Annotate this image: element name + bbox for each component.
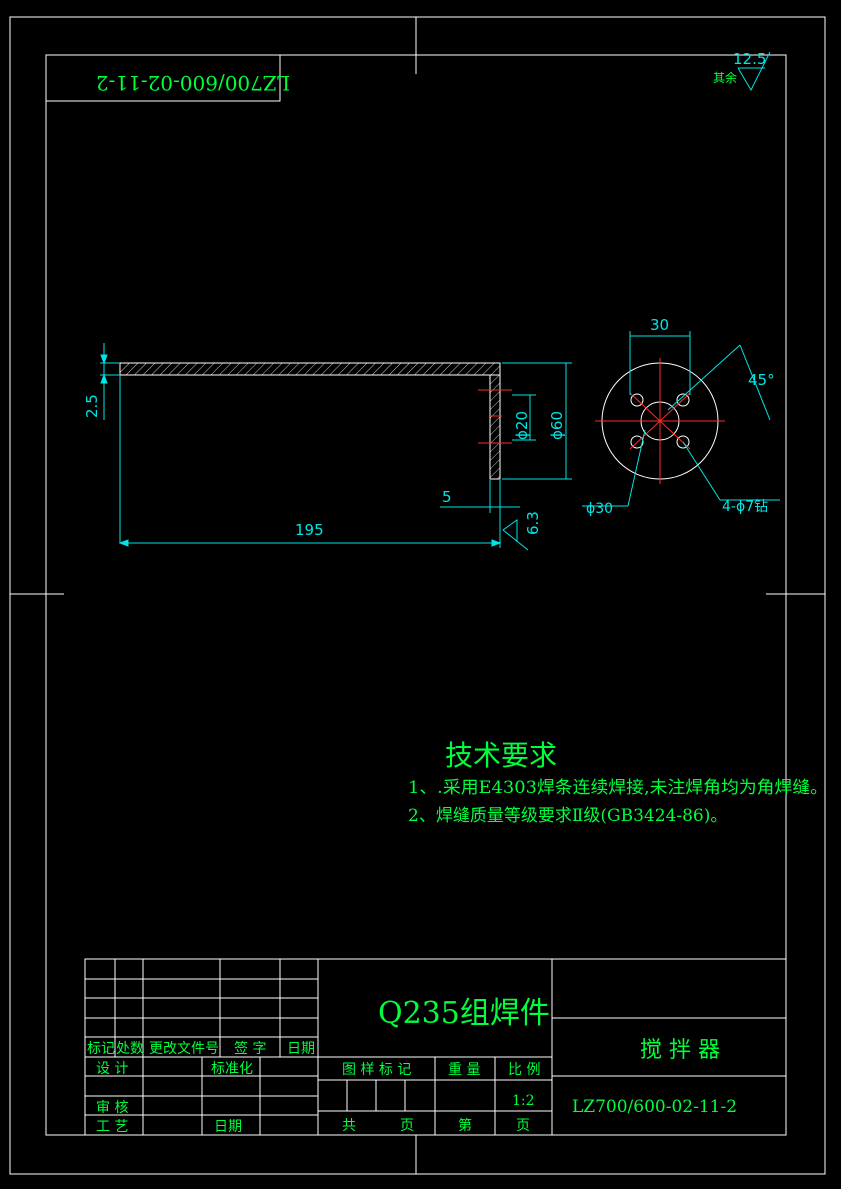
label-ratio: 比 例 (508, 1062, 540, 1078)
mirrored-drawing-code: LZ700/600-02-11-2 (96, 71, 290, 95)
title-block (84, 958, 787, 1136)
part-name: Q235组焊件 (378, 996, 550, 1031)
end-view (582, 331, 780, 507)
title-block-texts: Q235组焊件 搅 拌 器 LZ700/600-02-11-2 1:2 标记 处… (87, 996, 737, 1135)
label-stage-mark: 图 样 标 记 (342, 1062, 411, 1078)
dim-phi20: ϕ20 (513, 411, 531, 440)
dim-phi60: ϕ60 (548, 411, 566, 440)
label-check: 审 核 (96, 1100, 128, 1116)
dim-2-5: 2.5 (83, 394, 101, 418)
mirrored-code-box: LZ700/600-02-11-2 (45, 54, 290, 102)
dim-195: 195 (295, 521, 324, 539)
dimension-lines (100, 343, 572, 551)
label-standardization: 标准化 (211, 1061, 253, 1077)
label-sheets-2: 页 (516, 1118, 530, 1134)
dimension-texts: 30 45° 2.5 ϕ20 ϕ60 5 195 6.3 ϕ30 4-ϕ7钻 (83, 316, 775, 539)
label-signature: 签 字 (234, 1040, 266, 1057)
label-process: 工 艺 (96, 1119, 128, 1135)
roughness-symbol: 12.5 其余 (713, 50, 771, 92)
tech-line-2: 2、焊缝质量等级要求Ⅱ级(GB3424-86)。 (408, 806, 727, 826)
label-weight: 重 量 (448, 1062, 480, 1078)
label-date: 日期 (287, 1041, 315, 1057)
dim-30-top: 30 (650, 316, 669, 334)
side-view (100, 362, 512, 543)
dim-angle: 45° (748, 371, 775, 389)
label-mark: 标记 (87, 1041, 115, 1057)
dim-weld: 6.3 (524, 511, 542, 535)
product-name: 搅 拌 器 (640, 1038, 720, 1063)
scale-value: 1:2 (512, 1093, 535, 1109)
label-sheets: 页 (400, 1118, 414, 1134)
dim-holes: 4-ϕ7钻 (722, 499, 768, 515)
tech-title: 技术要求 (445, 739, 557, 772)
technical-requirements: 技术要求 1、.采用E4303焊条连续焊接,未注焊角均为角焊缝。 2、焊缝质量等… (408, 739, 828, 826)
dim-phi30: ϕ30 (586, 501, 613, 517)
tech-line-1: 1、.采用E4303焊条连续焊接,未注焊角均为角焊缝。 (408, 778, 828, 798)
roughness-value: 12.5 (733, 50, 766, 68)
label-change-doc: 更改文件号 (149, 1041, 219, 1057)
label-count: 处数 (116, 1041, 144, 1057)
dim-5: 5 (442, 488, 452, 506)
label-sheet-no: 第 (458, 1117, 472, 1134)
label-date-2: 日期 (214, 1119, 242, 1135)
roughness-prefix: 其余 (713, 70, 737, 85)
label-design: 设 计 (96, 1061, 128, 1077)
drawing-number: LZ700/600-02-11-2 (572, 1097, 737, 1117)
label-total: 共 (342, 1118, 356, 1134)
